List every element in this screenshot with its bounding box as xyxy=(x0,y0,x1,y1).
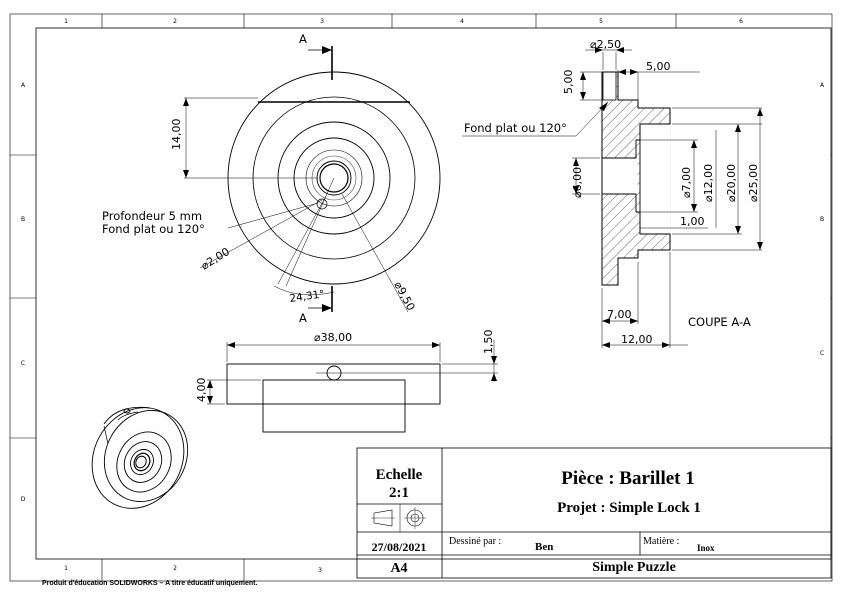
zone-row-c-right: C xyxy=(820,350,824,357)
dim-dia-20: ⌀20,00 xyxy=(725,164,738,202)
top-view-text: ⌀38,00 1,50 4,00 xyxy=(195,330,495,403)
zone-row-b-right: B xyxy=(820,216,824,223)
dim-dia-12: ⌀12,00 xyxy=(702,164,715,202)
dim-dia-7: ⌀7,00 xyxy=(680,167,693,198)
zone-row-d: D xyxy=(21,496,26,503)
dim-step: 5,00 xyxy=(646,60,671,73)
scale-label: Echelle xyxy=(376,467,423,483)
project-title: Projet : Simple Lock 1 xyxy=(557,500,701,516)
dim-1: 1,00 xyxy=(680,215,705,228)
material-value: Inox xyxy=(697,543,715,553)
footer-title: Simple Puzzle xyxy=(592,560,676,575)
dim-dia-25: ⌀25,00 xyxy=(747,164,760,202)
section-view xyxy=(462,47,763,348)
dim-angle: 24,31° xyxy=(289,288,326,305)
section-marker-top: A xyxy=(299,32,307,46)
note-flat-front: Fond plat ou 120° xyxy=(102,222,205,236)
section-caption: COUPE A-A xyxy=(688,315,751,329)
zone-col-3: 3 xyxy=(320,18,324,25)
front-view-text: A A 14,00 Profondeur 5 mm Fond plat ou 1… xyxy=(102,32,417,325)
zone-row-a: A xyxy=(21,82,26,89)
zone-col-5: 5 xyxy=(599,18,603,25)
dim-hole-2: ⌀2,00 xyxy=(199,245,232,273)
title-block xyxy=(356,447,832,579)
dim-thickness: 4,00 xyxy=(195,378,208,403)
zone-col-2-bottom: 2 xyxy=(173,565,177,572)
zone-row-c: C xyxy=(21,360,25,367)
section-view-text: ⌀2,50 5,00 5,00 Fond plat ou 120° ⌀6,00 … xyxy=(464,38,760,346)
note-depth: Profondeur 5 mm xyxy=(102,209,202,223)
drawn-by-label: Dessiné par : xyxy=(449,536,501,547)
dim-bore-9-5: ⌀9,50 xyxy=(391,279,417,313)
dim-offset: 1,50 xyxy=(482,330,495,355)
scale-value: 2:1 xyxy=(389,485,409,501)
projection-symbol-icon xyxy=(371,507,426,529)
zone-col-3-bottom: 3 xyxy=(318,567,322,574)
section-marker-bottom: A xyxy=(299,311,307,325)
drawing-date: 27/08/2021 xyxy=(372,540,427,554)
dim-pin-depth: 5,00 xyxy=(562,70,575,95)
zone-col-4: 4 xyxy=(460,18,464,25)
isometric-view xyxy=(91,406,189,509)
title-block-text: Echelle 2:1 27/08/2021 A4 Pièce : Barill… xyxy=(372,467,715,576)
dim-diameter-38: ⌀38,00 xyxy=(314,331,352,344)
part-title: Pièce : Barillet 1 xyxy=(561,468,694,489)
sheet-format: A4 xyxy=(390,561,407,576)
dim-dia-6: ⌀6,00 xyxy=(571,167,584,198)
top-view xyxy=(207,340,498,433)
zone-col-1: 1 xyxy=(64,18,68,25)
zone-col-2: 2 xyxy=(173,18,177,25)
front-view xyxy=(183,46,441,313)
zone-row-b: B xyxy=(21,216,25,223)
dim-len-12: 12,00 xyxy=(621,333,653,346)
education-notice: Produit d'éducation SOLIDWORKS – A titre… xyxy=(42,580,258,587)
zone-col-6: 6 xyxy=(739,18,743,25)
drawn-by-value: Ben xyxy=(535,541,553,553)
dim-len-7: 7,00 xyxy=(607,308,632,321)
dim-pin-dia: ⌀2,50 xyxy=(590,38,621,51)
zone-col-1-bottom: 1 xyxy=(64,565,68,572)
sheet-border xyxy=(9,13,833,582)
dim-height-14: 14,00 xyxy=(170,119,183,151)
zone-labels: 1 2 3 4 5 6 1 2 3 A B C D A B C xyxy=(21,18,825,574)
note-flat-section: Fond plat ou 120° xyxy=(464,121,567,135)
material-label: Matière : xyxy=(643,536,679,547)
zone-row-a-right: A xyxy=(820,82,825,89)
